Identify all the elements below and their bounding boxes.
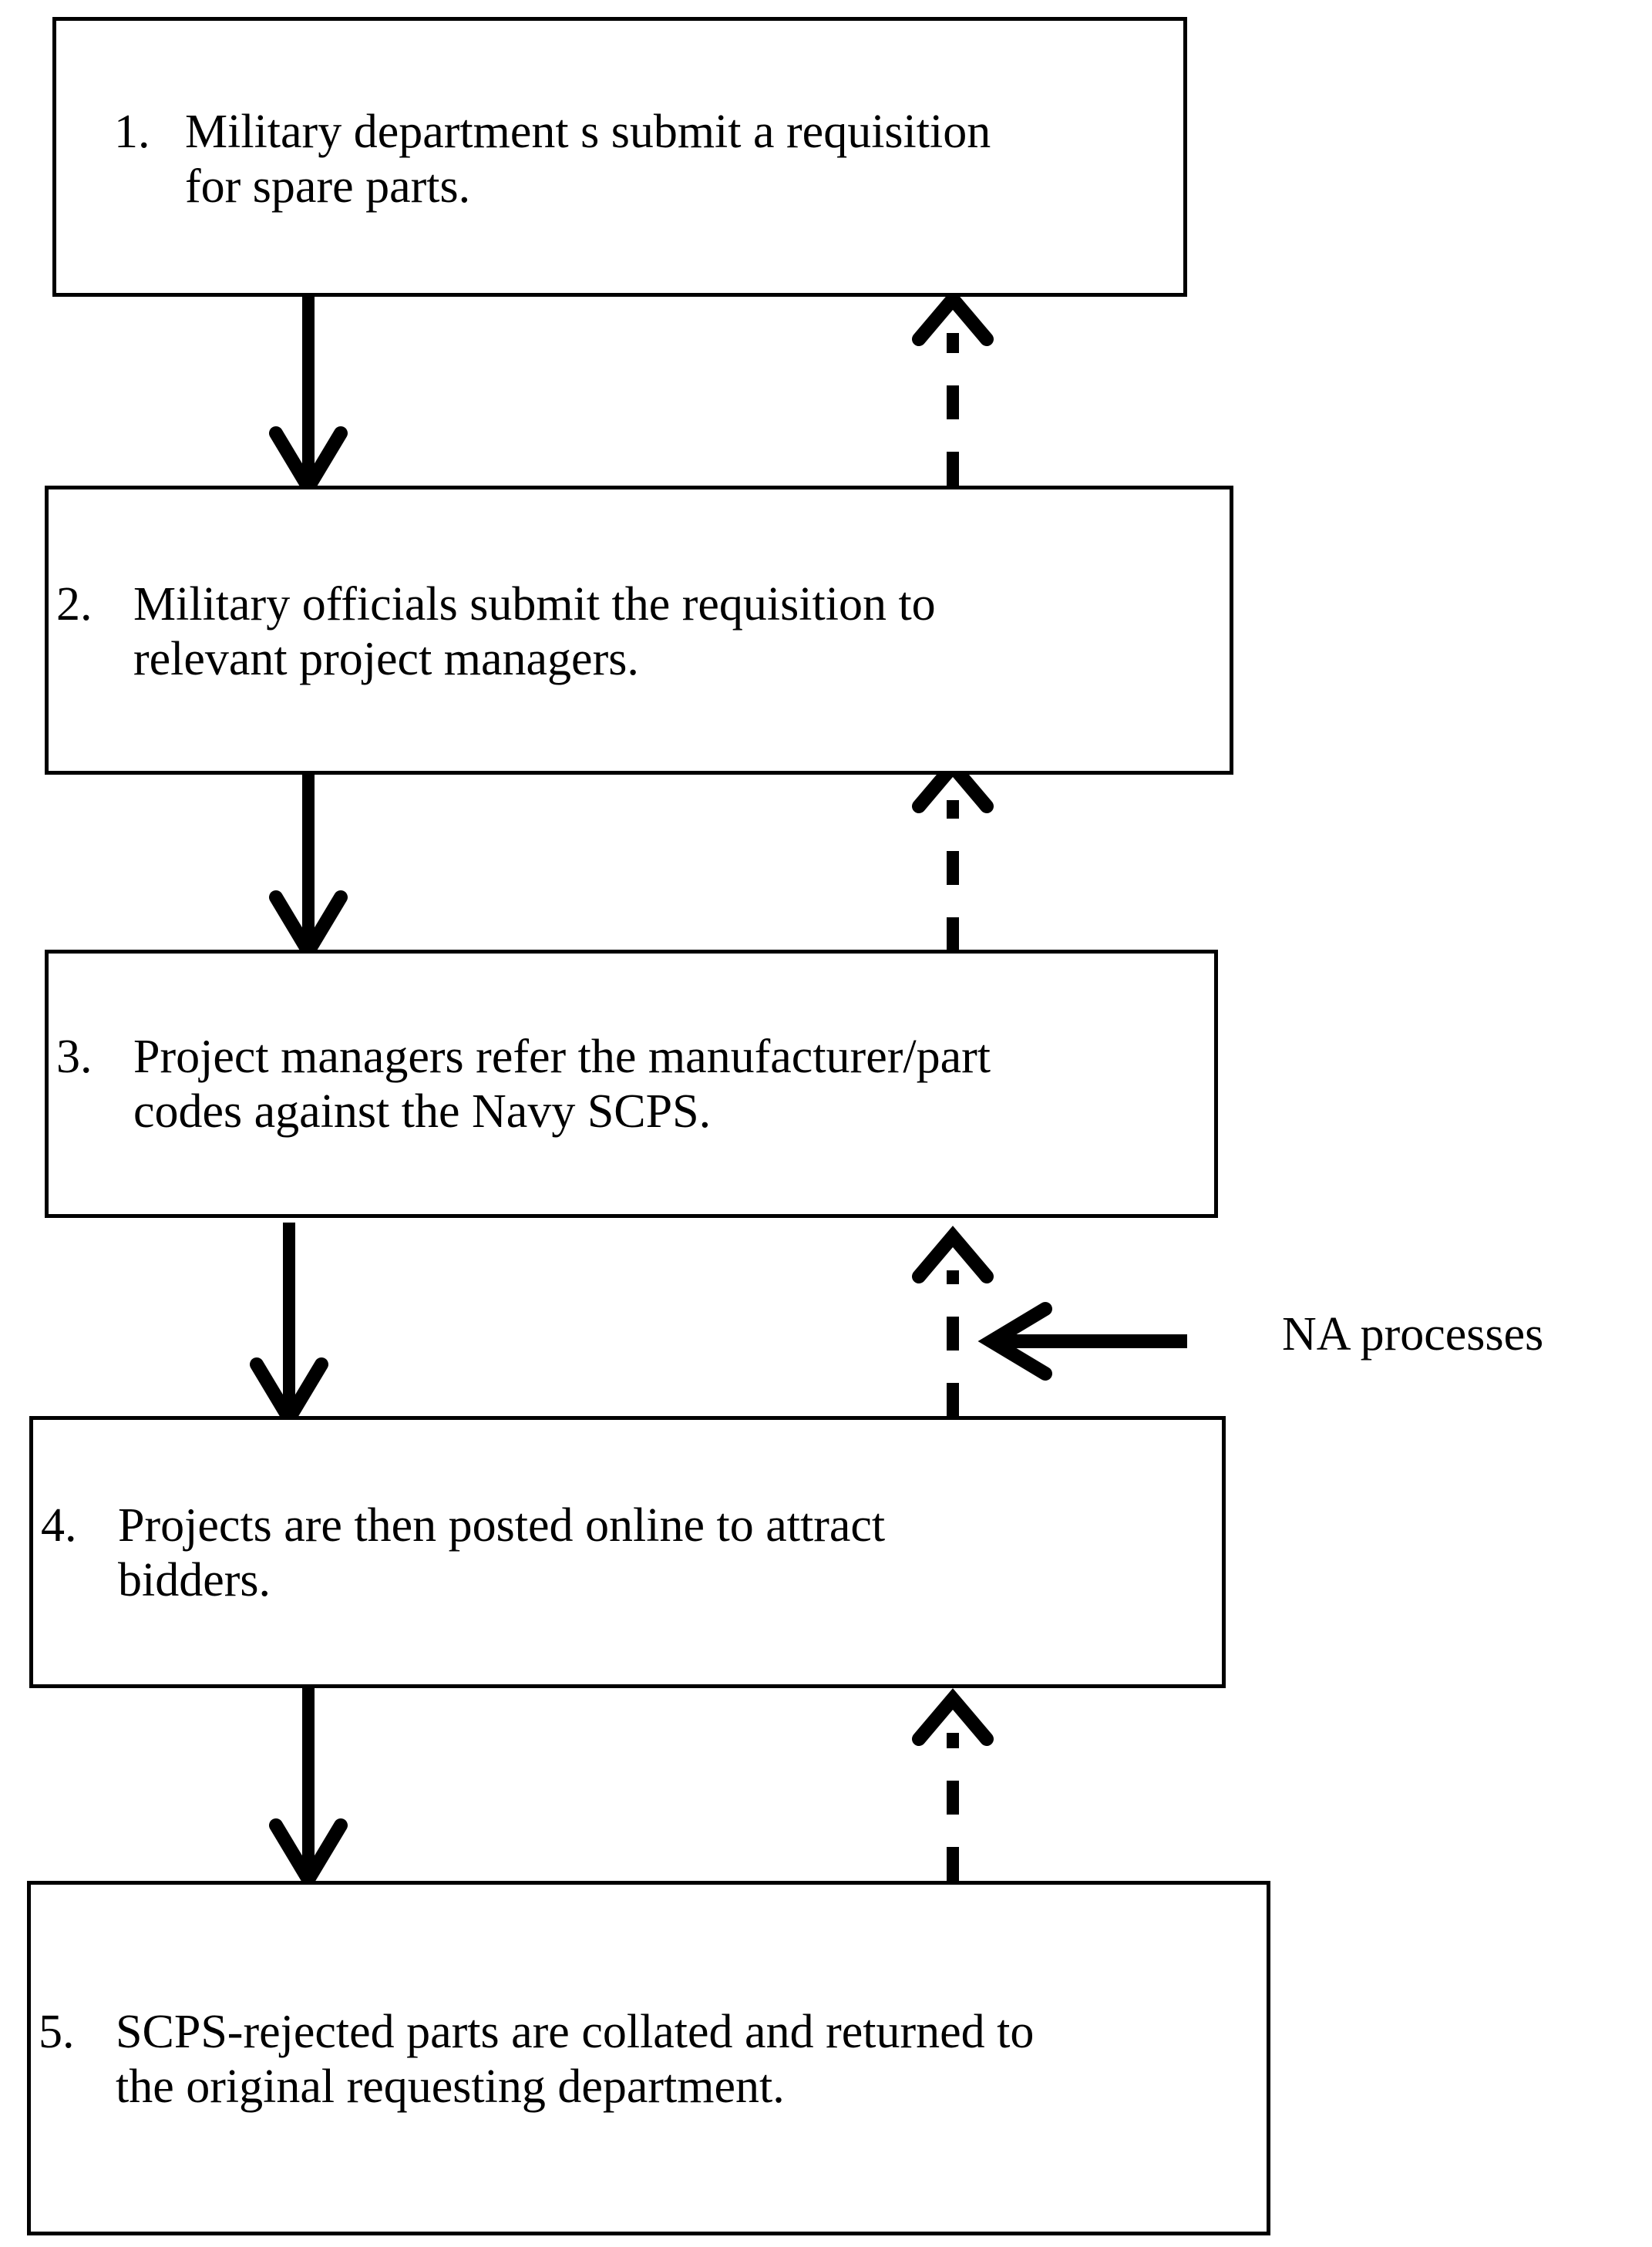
- step-3-content: 3. Project managers refer the manufactur…: [49, 1028, 1214, 1139]
- edge-step3-to-step4: [250, 1223, 328, 1432]
- process-step-1[interactable]: 1. Military department s submit a requis…: [52, 17, 1187, 297]
- edge-step2-to-step1-dashed: [912, 288, 994, 486]
- edge-step5-to-step4-dashed: [912, 1688, 994, 1881]
- process-step-4[interactable]: 4. Projects are then posted online to at…: [29, 1416, 1226, 1688]
- step-3-text: Project managers refer the manufacturer/…: [133, 1031, 991, 1138]
- step-5-content: 5. SCPS-rejected parts are collated and …: [31, 2002, 1267, 2114]
- step-4-content: 4. Projects are then posted online to at…: [33, 1497, 1222, 1607]
- step-5-text: SCPS-rejected parts are collated and ret…: [116, 2006, 1035, 2113]
- edge-step4-to-step3-dashed: [912, 1226, 994, 1417]
- edge-step1-to-step2: [269, 295, 348, 501]
- edge-step4-to-step5: [269, 1687, 348, 1893]
- step-2-text: Military officials submit the requisitio…: [133, 577, 936, 685]
- edge-step3-to-step2-dashed: [912, 755, 994, 951]
- step-2-number: 2.: [56, 577, 93, 631]
- step-1-number: 1.: [114, 105, 150, 158]
- step-4-number: 4.: [41, 1499, 77, 1552]
- step-5-number: 5.: [39, 2006, 75, 2059]
- step-4-text: Projects are then posted online to attra…: [118, 1499, 886, 1606]
- edge-na-processes-pointer: [977, 1302, 1187, 1381]
- edge-step2-to-step3: [269, 757, 348, 965]
- process-step-3[interactable]: 3. Project managers refer the manufactur…: [45, 950, 1218, 1218]
- step-3-number: 3.: [56, 1031, 93, 1084]
- step-2-content: 2. Military officials submit the requisi…: [49, 574, 1230, 686]
- step-1-text: Military department s submit a requisiti…: [185, 105, 991, 213]
- process-step-5[interactable]: 5. SCPS-rejected parts are collated and …: [27, 1881, 1270, 2235]
- na-processes-label: NA processes: [1282, 1308, 1544, 1361]
- step-1-content: 1. Military department s submit a requis…: [56, 100, 1183, 214]
- process-step-2[interactable]: 2. Military officials submit the requisi…: [45, 486, 1233, 775]
